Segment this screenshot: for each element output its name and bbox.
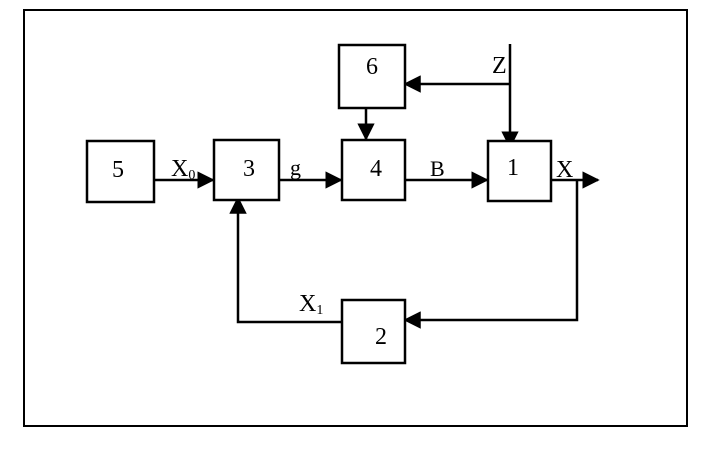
block-1-label: 1: [507, 155, 519, 181]
block-6: 6: [337, 43, 407, 110]
signal-x-label: X: [556, 157, 573, 183]
block-5-label: 5: [112, 157, 124, 183]
signal-x0-label: X0: [171, 156, 195, 183]
block-3-label: 3: [243, 156, 255, 182]
signal-x1-label: X1: [299, 291, 323, 318]
block-1: 1: [486, 139, 553, 203]
block-2: 2: [340, 298, 407, 365]
signal-g-label: g: [290, 155, 301, 180]
signal-b-label: B: [430, 156, 445, 181]
block-6-label: 6: [366, 54, 378, 80]
block-5: 5: [85, 139, 156, 204]
block-3: 3: [212, 138, 281, 202]
block-2-label: 2: [375, 324, 387, 350]
signal-z-label: Z: [492, 53, 507, 79]
feedback-2-to-3: [229, 196, 342, 324]
outer-frame: [23, 9, 688, 427]
block-4: 4: [340, 138, 407, 202]
feedback-x-to-2: [403, 180, 579, 329]
block-4-label: 4: [370, 156, 382, 182]
connections: [154, 44, 600, 329]
